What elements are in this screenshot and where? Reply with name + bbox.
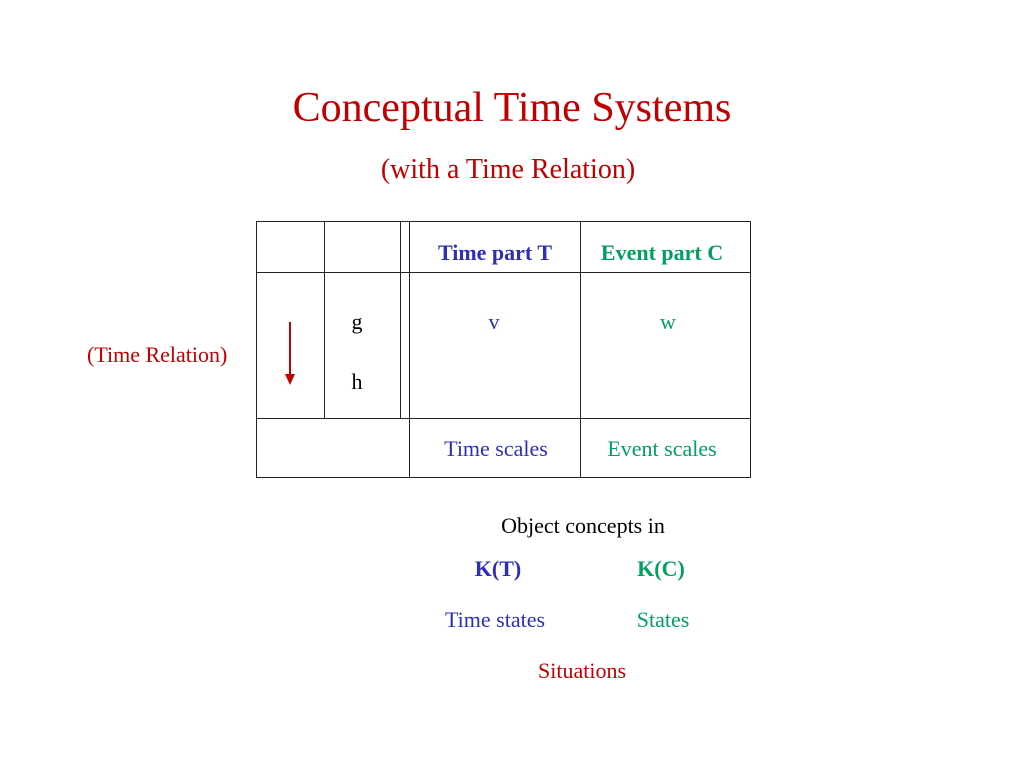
slide-subtitle: (with a Time Relation) <box>380 154 636 185</box>
table-col-divider-2 <box>400 221 401 419</box>
table-col-divider-3 <box>409 221 410 478</box>
table-row-divider-1 <box>256 272 751 273</box>
table-border-bottom <box>256 477 751 478</box>
down-arrow-icon <box>285 322 295 385</box>
table-row-divider-2 <box>256 418 751 419</box>
table-col-divider-4 <box>580 221 581 478</box>
slide-title: Conceptual Time Systems <box>292 85 732 131</box>
time-scales-label: Time scales <box>444 436 548 461</box>
object-concepts-intro: Object concepts in <box>501 513 665 538</box>
event-scales-label: Event scales <box>607 436 717 461</box>
kt-label: K(T) <box>474 556 522 581</box>
time-relation-label: (Time Relation) <box>87 342 228 367</box>
situations-label: Situations <box>537 658 627 683</box>
row-label-g: g <box>351 309 363 334</box>
table-border-left <box>256 221 257 478</box>
value-v: v <box>488 309 500 334</box>
states-label: States <box>636 607 690 632</box>
header-time-part: Time part T <box>437 240 553 265</box>
row-label-h: h <box>351 369 363 394</box>
table-border-top <box>256 221 751 222</box>
kc-label: K(C) <box>637 556 685 581</box>
table-col-divider-1 <box>324 221 325 419</box>
header-event-part: Event part C <box>600 240 724 265</box>
value-w: w <box>660 309 676 334</box>
time-states-label: Time states <box>444 607 546 632</box>
table-border-right <box>750 221 751 478</box>
